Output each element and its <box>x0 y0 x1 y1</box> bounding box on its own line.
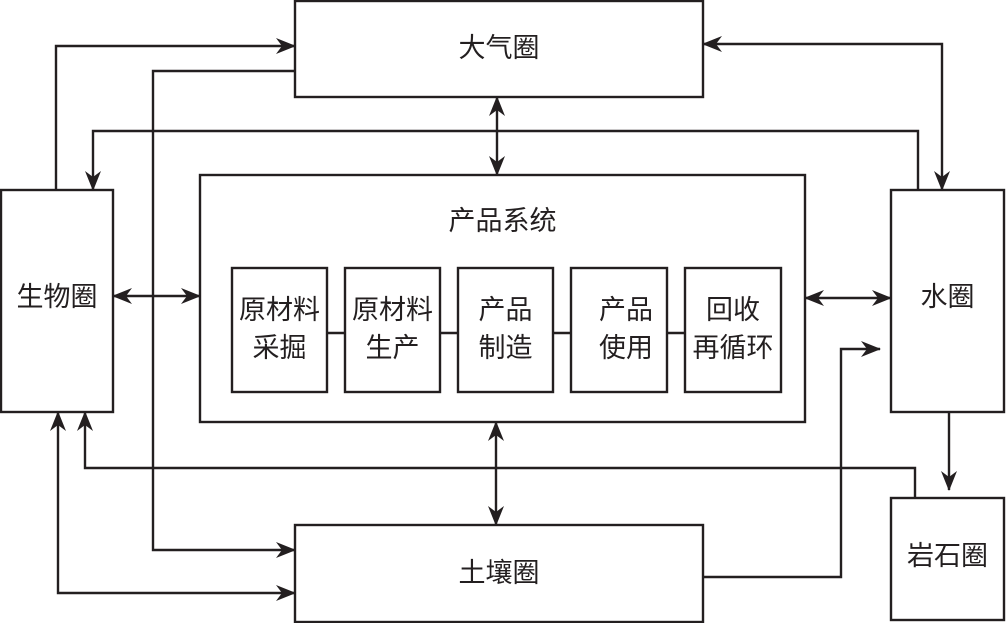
atmosphere-label: 大气圈 <box>458 33 540 64</box>
stage-box-manufacturing <box>456 266 555 394</box>
hydrosphere-box <box>889 188 1006 414</box>
lithosphere-box <box>889 496 1006 622</box>
biosphere-label: 生物圈 <box>16 282 98 313</box>
arrow-pedosphere-to-hydrosphere <box>703 341 881 579</box>
product-system-title: 产品系统 <box>448 206 557 237</box>
atmosphere-box <box>293 0 705 99</box>
stage-box-raw-extraction <box>230 266 329 394</box>
stage-box-raw-production <box>343 266 442 394</box>
arrow-lithosphere-to-biosphere <box>77 411 917 498</box>
stage-box-recycling <box>683 266 783 394</box>
arrow-biosphere-to-atmosphere <box>54 38 296 190</box>
stage-label: 原材料 采掘 <box>239 295 320 364</box>
stage-label: 产品 制造 <box>478 295 533 364</box>
lithosphere-label: 岩石圈 <box>907 541 988 572</box>
stage-label: 原材料 生产 <box>352 295 433 364</box>
pedosphere-label: 土壤圈 <box>458 557 540 589</box>
stage-label: 产品 使用 <box>599 295 653 364</box>
arrow-atmosphere-hydrosphere <box>702 36 950 191</box>
biosphere-box <box>0 188 115 414</box>
arrow-biosphere-pedosphere <box>50 411 296 601</box>
hydrosphere-label: 水圈 <box>920 282 975 313</box>
stage-label: 回收 再循环 <box>692 295 774 364</box>
stage-box-use <box>569 266 669 394</box>
